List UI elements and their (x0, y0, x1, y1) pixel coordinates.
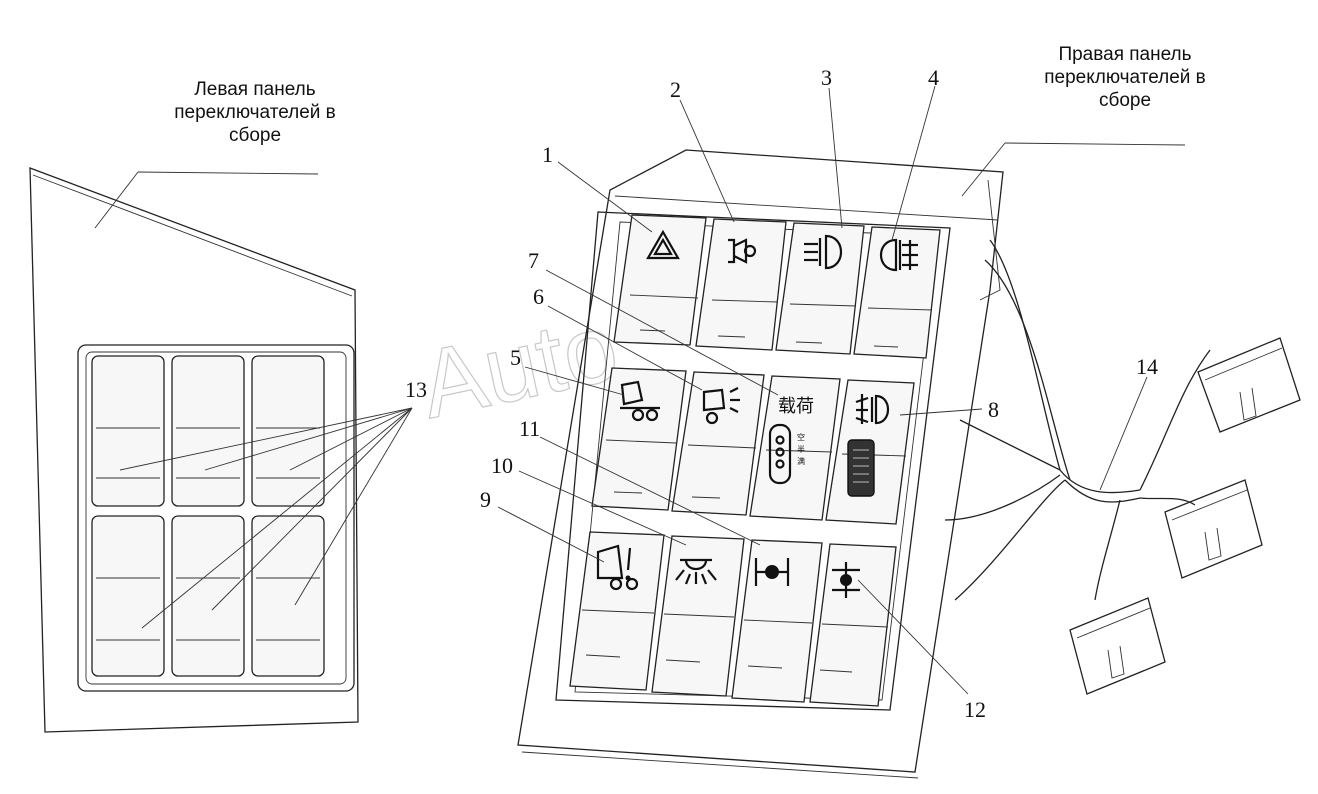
rear-fog-light-icon (880, 238, 918, 272)
horn-icon (728, 238, 757, 264)
switch-7-load-selector: 载荷 空 半 满 (749, 375, 841, 521)
callout-12: 12 (964, 697, 986, 722)
interaxle-lock-icon (832, 562, 860, 598)
axle-lock-icon (754, 558, 790, 586)
callout-13-leaders (119, 407, 413, 629)
load-selector-label: 载荷 (778, 396, 814, 417)
callout-numbers: 1 2 3 4 5 6 7 8 9 10 11 12 13 14 (405, 65, 1158, 722)
switch-6-cab-light (671, 371, 765, 516)
connector-upper (1197, 337, 1301, 433)
left-switch-panel (29, 167, 359, 733)
left-blank-switches (91, 355, 325, 677)
connector-middle (1164, 479, 1263, 579)
callout-6: 6 (533, 284, 544, 309)
left-panel-leader (94, 171, 139, 229)
cab-light-icon (702, 387, 740, 425)
switch-4-rear-fog (853, 226, 941, 359)
load-half-label: 半 (797, 444, 805, 454)
front-fog-light-icon (804, 234, 842, 270)
callout-11: 11 (519, 416, 540, 441)
work-light-icon (675, 558, 717, 585)
callout-3: 3 (821, 65, 832, 90)
wiring-harness (944, 239, 1211, 601)
callout-13: 13 (405, 377, 427, 402)
dump-body-warning-icon (596, 544, 639, 591)
left-panel-title: Левая панель переключателей в сборе (174, 79, 336, 146)
callout-9: 9 (480, 487, 491, 512)
callout-1: 1 (542, 142, 553, 167)
switch-11-axle-lock (731, 539, 823, 703)
load-selector-icon (768, 423, 792, 485)
headlight-leveling-icon (847, 394, 890, 497)
callout-5: 5 (510, 345, 521, 370)
right-panel-title: Правая панель переключателей в сборе (1044, 44, 1206, 111)
right-panel-leader (961, 142, 1006, 197)
switch-2-horn (695, 218, 787, 351)
cab-tilt-icon (620, 380, 660, 422)
hazard-warning-icon (646, 229, 680, 260)
callout-10: 10 (491, 453, 513, 478)
callout-7: 7 (528, 248, 539, 273)
callout-4: 4 (928, 65, 939, 90)
callout-2: 2 (670, 77, 681, 102)
callout-8: 8 (988, 397, 999, 422)
switch-8-headlight-leveling (825, 379, 915, 525)
load-full-label: 满 (797, 456, 805, 466)
connector-lower (1069, 597, 1166, 695)
callout-14: 14 (1136, 354, 1158, 379)
switch-3-front-fog (775, 222, 865, 355)
switch-10-work-light (651, 535, 745, 697)
load-empty-label: 空 (797, 432, 805, 442)
callout-leaders (497, 85, 1148, 695)
switch-12-interaxle-lock (809, 543, 897, 707)
switch-1-hazard (613, 214, 707, 346)
switch-9-dump-body (569, 531, 665, 691)
